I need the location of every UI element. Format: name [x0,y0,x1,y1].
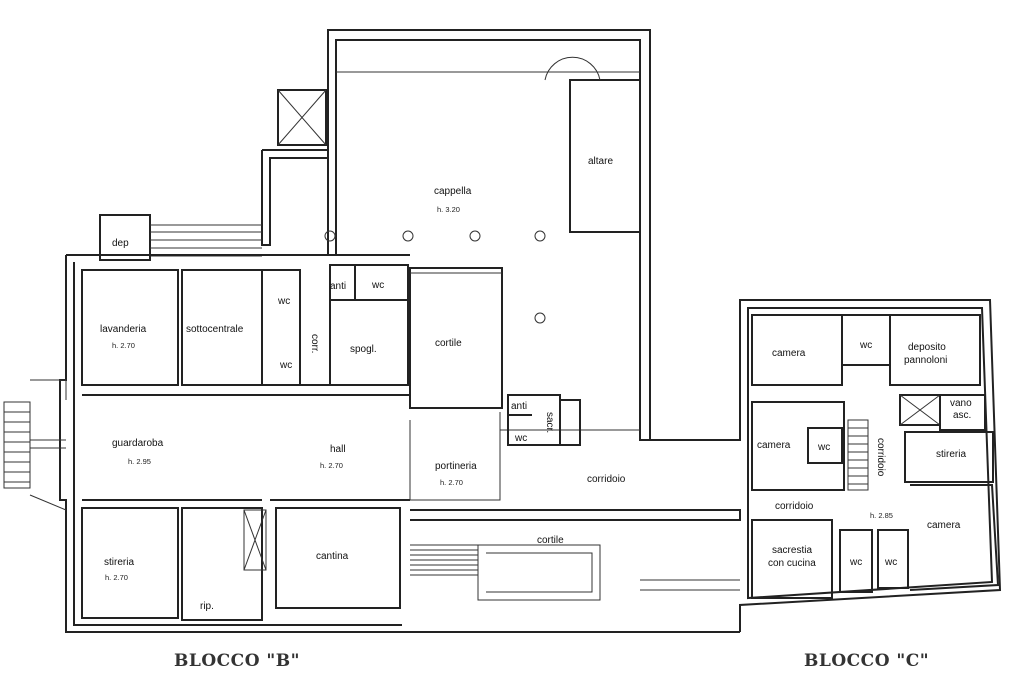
room-camera-3: camera [927,520,961,531]
room-altare: altare [588,156,613,167]
room-sacr: sacr. [544,412,555,433]
room-rip: rip. [200,601,214,612]
room-anti-b: anti [330,281,346,292]
room-camera-2: camera [757,440,791,451]
room-sacrestia: sacrestia [772,545,812,556]
room-labels-b: cappella h. 3.20 altare dep lavanderia h… [100,156,626,612]
room-sottocentrale: sottocentrale [186,324,244,335]
room-wc-b2: wc [279,360,292,371]
block-c-walls [640,299,1002,632]
room-dep: dep [112,238,129,249]
room-cortile-bottom: cortile [537,535,564,546]
room-deposito-2: pannoloni [904,355,947,366]
room-wc-r1: wc [859,340,872,351]
room-anti-c: anti [511,401,527,412]
room-stireria-b-height: h. 2.70 [105,573,128,582]
room-guardaroba: guardaroba [112,438,164,449]
room-vano-asc-2: asc. [953,410,971,421]
room-wc-r3: wc [849,557,862,568]
block-b-title: BLOCCO "B" [174,651,300,671]
room-height-c: h. 2.85 [870,511,893,520]
room-corridoio-main: corridoio [587,474,626,485]
block-b-walls [3,29,741,633]
room-labels-c: camera wc deposito pannoloni camera wc c… [757,340,972,569]
room-corridoio-lower: corridoio [775,501,814,512]
block-c-title: BLOCCO "C" [804,651,929,671]
room-hall-height: h. 2.70 [320,461,343,470]
room-stireria-b: stireria [104,557,134,568]
room-corr: corr. [309,334,320,353]
room-lavanderia-height: h. 2.70 [112,341,135,350]
room-stireria-c: stireria [936,449,966,460]
room-portineria: portineria [435,461,477,472]
room-cappella-height: h. 3.20 [437,205,460,214]
room-sacrestia-2: con cucina [768,558,816,569]
room-wc-r4: wc [884,557,897,568]
room-cortile-top: cortile [435,338,462,349]
room-cappella: cappella [434,186,472,197]
room-wc-c: wc [514,433,527,444]
room-wc-b1: wc [277,296,290,307]
room-wc-b3: wc [371,280,384,291]
room-cantina: cantina [316,551,349,562]
room-spogl: spogl. [350,344,377,355]
room-hall: hall [330,444,346,455]
room-lavanderia: lavanderia [100,324,147,335]
room-camera-1: camera [772,348,806,359]
room-corridoio-c: corridoio [875,438,886,477]
room-portineria-height: h. 2.70 [440,478,463,487]
room-deposito: deposito [908,342,946,353]
room-vano-asc: vano [950,398,972,409]
room-guardaroba-height: h. 2.95 [128,457,151,466]
room-wc-r2: wc [817,442,830,453]
